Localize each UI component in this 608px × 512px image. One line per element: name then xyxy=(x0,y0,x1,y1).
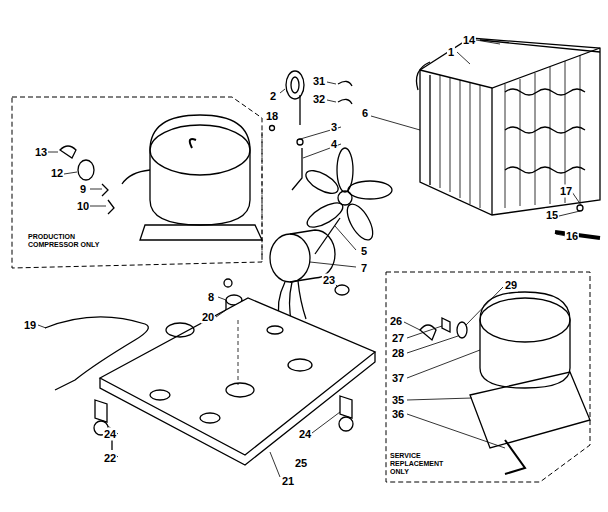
callout-number: 24 xyxy=(103,428,117,441)
clip xyxy=(338,81,352,86)
dashed-outline xyxy=(12,97,262,268)
compressor xyxy=(420,292,590,474)
dashed-region: PRODUCTION COMPRESSOR ONLY xyxy=(12,97,262,268)
callout-number: 8 xyxy=(207,291,215,304)
compressor xyxy=(122,115,262,317)
callout-number: 24 xyxy=(298,428,312,441)
grommet xyxy=(335,285,349,295)
callout-number: 31 xyxy=(312,75,326,88)
callout-number: 23 xyxy=(322,274,336,287)
callout-number: 37 xyxy=(391,372,405,385)
callout-number: 4 xyxy=(330,138,338,151)
condenser-coil xyxy=(417,38,601,238)
callout-number: 5 xyxy=(360,245,368,258)
callout-number: 14 xyxy=(462,34,476,47)
callout-number: 22 xyxy=(103,452,117,465)
callout-number: 35 xyxy=(391,394,405,407)
callout-number: 21 xyxy=(281,475,295,488)
callout-number: 29 xyxy=(504,279,518,292)
callout-number: 27 xyxy=(391,332,405,345)
callout-number: 16 xyxy=(565,230,579,243)
callout-number: 17 xyxy=(559,185,573,198)
callout-number: 19 xyxy=(23,319,37,332)
callout-number: 32 xyxy=(312,93,326,106)
terminal-cover xyxy=(60,146,114,214)
callout-number: 9 xyxy=(79,183,87,196)
callout-number: 28 xyxy=(391,347,405,360)
dashed-outline xyxy=(386,272,590,482)
callout-number: 1 xyxy=(447,46,455,59)
callout-number: 2 xyxy=(269,90,277,103)
callout-number: 6 xyxy=(361,107,369,120)
capacitor-bracket xyxy=(270,71,305,190)
dashed-region: SERVICE REPLACEMENT ONLY xyxy=(386,272,590,482)
callout-number: 13 xyxy=(34,146,48,159)
leader-line xyxy=(38,40,581,477)
callout-number: 12 xyxy=(50,167,64,180)
callout-number: 20 xyxy=(201,311,215,324)
dashed-outline xyxy=(386,272,590,482)
callout-number: 25 xyxy=(294,457,308,470)
fan-motor xyxy=(270,218,340,324)
note-text: SERVICE REPLACEMENT ONLY xyxy=(390,452,462,476)
wire-harness xyxy=(45,317,148,390)
callout-number: 10 xyxy=(76,200,90,213)
clip xyxy=(338,99,352,104)
caster xyxy=(94,396,353,450)
note-text: PRODUCTION COMPRESSOR ONLY xyxy=(28,233,100,249)
callout-number: 18 xyxy=(265,110,279,123)
callout-number: 7 xyxy=(360,262,368,275)
callout-number: 15 xyxy=(545,209,559,222)
callout-number: 36 xyxy=(391,408,405,421)
callout-number: 3 xyxy=(330,121,338,134)
callout-number: 26 xyxy=(389,315,403,328)
